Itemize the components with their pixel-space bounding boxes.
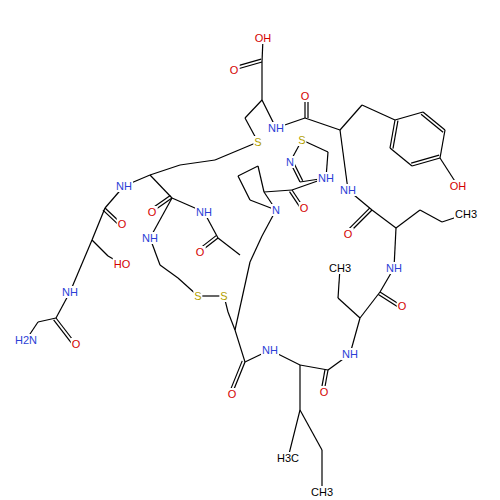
atom-label: S — [297, 134, 306, 146]
bond-line — [218, 238, 240, 255]
bond-line — [261, 62, 262, 100]
atom-label: HO — [113, 258, 132, 270]
atom-label: O — [229, 64, 240, 76]
bond-line — [264, 190, 292, 192]
atom-label: O — [397, 300, 408, 312]
bond-line — [180, 160, 215, 165]
atom-label: NH — [261, 344, 279, 356]
atom-label: CH3 — [310, 486, 334, 498]
bond-line — [245, 100, 262, 118]
bond-line — [235, 330, 245, 362]
atom-label: NH — [267, 122, 285, 134]
bond-line — [215, 142, 258, 160]
atom-label: O — [117, 218, 128, 230]
bond-line — [360, 292, 380, 318]
bond-line — [300, 410, 322, 450]
atom-label: O — [300, 90, 311, 102]
bond-line — [420, 210, 442, 222]
bond-line — [340, 130, 348, 190]
bond-line — [362, 105, 395, 120]
bond-line — [299, 365, 300, 410]
atom-label: O — [147, 206, 158, 218]
bond-line — [150, 175, 172, 198]
bond-line — [228, 312, 235, 330]
bond-line — [235, 262, 250, 330]
bond-line — [423, 112, 445, 130]
atom-label: N — [271, 204, 281, 216]
atom-label: OH — [449, 180, 468, 192]
bond-line — [372, 210, 396, 228]
atom-label: S — [219, 290, 228, 302]
bond-line — [340, 105, 362, 130]
bond-line — [238, 166, 258, 176]
atom-label: H2N — [14, 334, 38, 346]
atom-label: NH — [385, 262, 403, 274]
atom-label: OH — [254, 32, 273, 44]
bond-line — [38, 318, 56, 322]
bond-line — [258, 166, 264, 192]
bond-line — [396, 210, 420, 228]
atom-label: NH — [141, 232, 159, 244]
bond-line — [338, 298, 360, 318]
atom-label: N — [285, 156, 295, 168]
atom-label: CH3 — [328, 262, 352, 274]
atom-label: NH — [195, 206, 213, 218]
atom-label: CH3 — [454, 208, 478, 220]
atom-label: NH — [115, 180, 133, 192]
atom-label: O — [71, 338, 82, 350]
bond-line — [440, 130, 445, 158]
atom-label: NH — [339, 184, 357, 196]
bond-line — [92, 240, 108, 256]
atom-label: O — [319, 386, 330, 398]
atom-label: O — [299, 202, 310, 214]
bond-line — [70, 240, 92, 292]
bond-line — [305, 118, 340, 130]
bond-line — [390, 148, 412, 166]
bond-line — [92, 208, 105, 240]
atom-label: H3C — [276, 452, 300, 464]
atom-label: O — [227, 388, 238, 400]
atom-label: S — [253, 136, 262, 148]
bond-line — [288, 410, 300, 458]
bond-line — [421, 114, 443, 132]
bond-line — [395, 112, 423, 120]
atom-label: S — [193, 290, 202, 302]
bond-line — [411, 155, 439, 163]
bond-line — [393, 121, 398, 149]
atom-label: O — [195, 246, 206, 258]
bond-line — [160, 265, 178, 278]
atom-label: NH — [61, 286, 79, 298]
atom-label: O — [343, 228, 354, 240]
bond-line — [150, 165, 180, 175]
bond-line — [250, 236, 262, 262]
atom-label: NH — [341, 348, 359, 360]
bond-line — [238, 176, 250, 200]
bond-line — [300, 365, 328, 370]
atom-label: NH — [317, 172, 335, 184]
